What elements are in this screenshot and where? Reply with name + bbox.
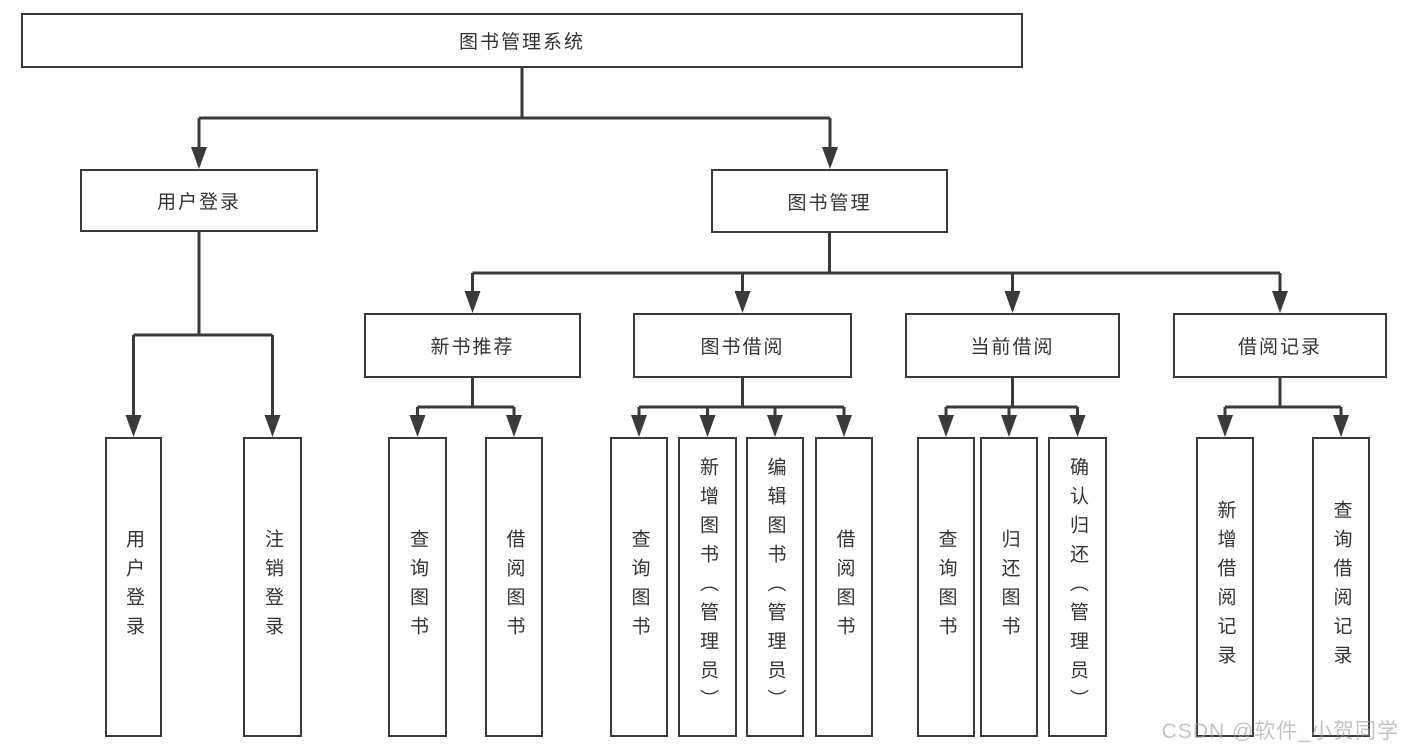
leaf-logout: 注销登录 <box>243 437 302 737</box>
arrowhead <box>1001 415 1017 437</box>
leaf-add-books-admin: 新增图书（管理员） <box>678 437 737 737</box>
connector-current-to-leaves <box>944 378 1079 419</box>
arrowhead <box>264 415 281 437</box>
leaf-query-borrow-record: 查询借阅记录 <box>1312 437 1370 737</box>
node-new-book-recommend: 新书推荐 <box>364 313 581 378</box>
arrowhead <box>191 147 207 169</box>
arrowhead <box>938 415 954 437</box>
connector-newbook-to-leaves <box>416 378 516 419</box>
connector-bookmgmt-to-level3 <box>471 233 1282 295</box>
arrowhead <box>699 415 716 437</box>
connector-records-to-leaves <box>1223 378 1343 419</box>
node-root-system: 图书管理系统 <box>21 13 1023 68</box>
leaf-borrow-books-recommend: 借阅图书 <box>485 437 543 737</box>
arrowhead <box>822 147 838 169</box>
arrowhead <box>631 415 647 437</box>
connector-root-to-level2 <box>197 68 832 151</box>
arrowhead <box>836 415 852 437</box>
arrowheads <box>125 147 1349 437</box>
arrowhead <box>1272 291 1288 313</box>
arrowhead <box>1069 415 1086 437</box>
arrowhead <box>409 415 426 437</box>
leaf-return-books: 归还图书 <box>980 437 1038 737</box>
arrowhead <box>734 291 751 313</box>
leaf-query-books-borrow: 查询图书 <box>610 437 668 737</box>
arrowhead <box>125 415 142 437</box>
node-book-management: 图书管理 <box>711 169 948 233</box>
connector-paths <box>132 68 1343 419</box>
node-user-login: 用户登录 <box>80 169 318 232</box>
arrowhead <box>1333 415 1349 437</box>
node-book-borrow: 图书借阅 <box>633 313 852 378</box>
connector-borrow-to-leaves <box>637 378 846 419</box>
leaf-edit-books-admin: 编辑图书（管理员） <box>746 437 804 737</box>
node-current-borrow: 当前借阅 <box>905 313 1120 378</box>
leaf-query-books-recommend: 查询图书 <box>388 437 447 737</box>
leaf-user-login: 用户登录 <box>105 437 162 737</box>
leaf-borrow-books: 借阅图书 <box>815 437 873 737</box>
node-borrow-records: 借阅记录 <box>1173 313 1387 378</box>
leaf-confirm-return-admin: 确认归还（管理员） <box>1048 437 1107 737</box>
arrowhead <box>464 291 481 313</box>
leaf-add-borrow-record: 新增借阅记录 <box>1196 437 1254 737</box>
arrowhead <box>506 415 522 437</box>
arrowhead <box>767 415 783 437</box>
connector-userlogin-to-leaves <box>132 232 274 419</box>
arrowhead <box>1217 415 1233 437</box>
arrowhead <box>1004 291 1021 313</box>
leaf-query-books-current: 查询图书 <box>917 437 975 737</box>
